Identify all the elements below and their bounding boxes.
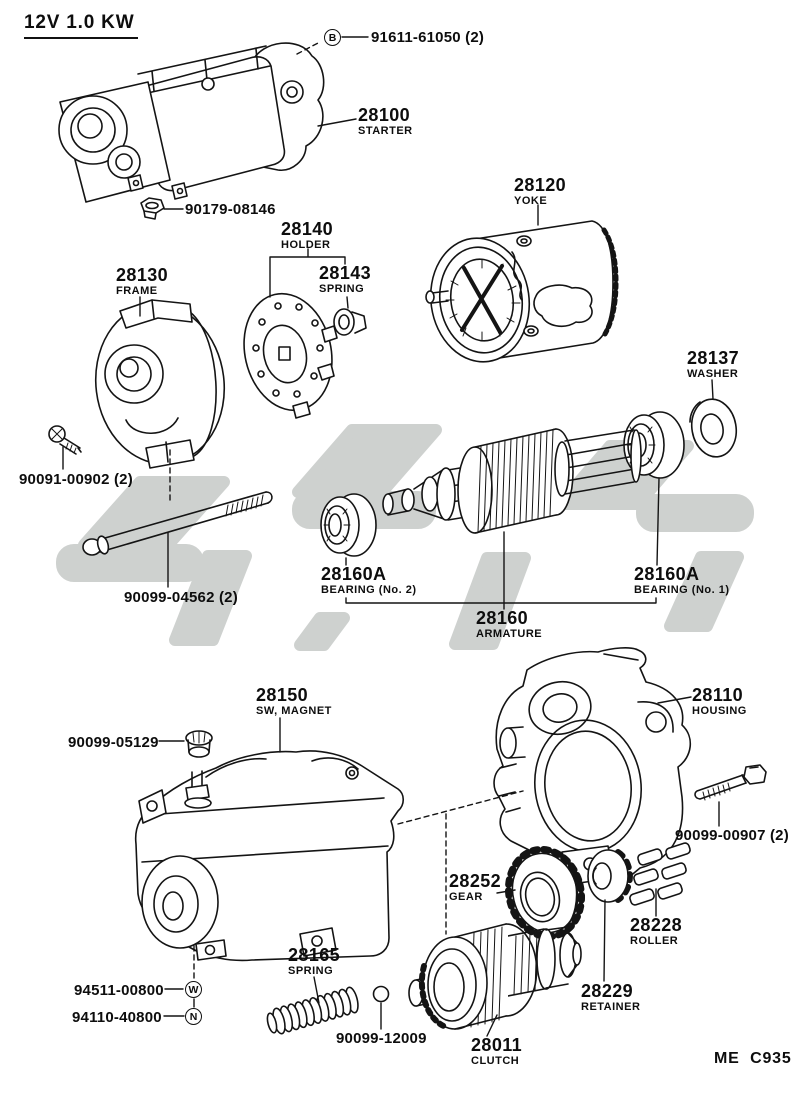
part-name-bearing-no1: BEARING (No. 1)	[634, 584, 730, 596]
part-name-yoke: YOKE	[514, 195, 548, 207]
frame-drawing	[94, 299, 226, 469]
part-name-sw-magnet: SW, MAGNET	[256, 705, 332, 717]
magnet-plug-drawing	[185, 730, 213, 758]
part-number-sw-magnet: 28150	[256, 685, 309, 705]
leader-lines	[62, 36, 720, 1037]
part-name-clutch: CLUTCH	[471, 1055, 520, 1067]
housing-drawing	[493, 647, 691, 885]
part-number-frame: 28130	[116, 265, 169, 285]
marker-b-icon: B	[324, 29, 341, 46]
part-number-brush-spring: 28143	[319, 263, 372, 283]
part-name-washer: WASHER	[687, 368, 739, 380]
callout-clutch: 28011 CLUTCH	[471, 1036, 522, 1067]
fastener-label-steel-ball: 90099-12009	[336, 1030, 427, 1047]
callout-armature: 28160 ARMATURE	[476, 609, 542, 640]
starter-nut-drawing	[140, 197, 165, 220]
housing-bolt-drawing	[694, 764, 767, 801]
part-name-brush-spring: SPRING	[319, 283, 365, 295]
fastener-label-housing-bolt: 90099-00907 (2)	[675, 827, 789, 844]
marker-n-icon: N	[185, 1008, 202, 1025]
callout-housing: 28110 HOUSING	[692, 686, 747, 717]
part-number-yoke: 28120	[514, 175, 567, 195]
fastener-label-wave-washer: 94511-00800	[74, 982, 164, 999]
part-number-idler-gear: 28252	[449, 871, 502, 891]
part-number-bearing-no1: 28160A	[634, 564, 700, 584]
part-number-washer: 28137	[687, 348, 740, 368]
yoke-drawing	[425, 220, 619, 363]
bearing-no2-drawing	[320, 493, 377, 557]
part-name-starter: STARTER	[358, 125, 413, 137]
callout-washer: 28137 WASHER	[687, 349, 739, 380]
callout-sw-magnet: 28150 SW, MAGNET	[256, 686, 332, 717]
marker-w-icon: W	[185, 981, 202, 998]
armature-drawing	[382, 428, 642, 534]
washer-drawing	[689, 398, 738, 458]
idler-gear-drawing	[504, 845, 586, 941]
part-name-retainer: RETAINER	[581, 1001, 641, 1013]
fastener-label-through-bolt: 90099-04562 (2)	[124, 589, 238, 606]
fastener-label-starter-nut: 90179-08146	[185, 201, 276, 218]
part-number-bearing-no2: 28160A	[321, 564, 387, 584]
fastener-label-bolt-b: 91611-61050 (2)	[371, 29, 485, 46]
through-bolt-drawing	[82, 491, 273, 556]
drive-spring-drawing	[266, 986, 359, 1035]
callout-holder: 28140 HOLDER	[281, 220, 333, 251]
part-number-holder: 28140	[281, 219, 334, 239]
starter-assembly-drawing	[58, 42, 325, 203]
part-number-drive-spring: 28165	[288, 945, 341, 965]
callout-drive-spring: 28165 SPRING	[288, 946, 340, 977]
fastener-label-magnet-plug: 90099-05129	[68, 734, 159, 751]
callout-yoke: 28120 YOKE	[514, 176, 566, 207]
part-number-clutch: 28011	[471, 1035, 523, 1055]
steel-ball-drawing	[372, 985, 390, 1003]
part-name-roller: ROLLER	[630, 935, 679, 947]
part-name-armature: ARMATURE	[476, 628, 543, 640]
fastener-label-frame-screw: 90091-00902 (2)	[19, 471, 133, 488]
part-name-holder: HOLDER	[281, 239, 331, 251]
part-name-bearing-no2: BEARING (No. 2)	[321, 584, 417, 596]
callout-bearing-no1: 28160A BEARING (No. 1)	[634, 565, 730, 596]
frame-screw-drawing	[48, 425, 82, 455]
part-number-retainer: 28229	[581, 981, 634, 1001]
callout-starter: 28100 STARTER	[358, 106, 413, 137]
callout-retainer: 28229 RETAINER	[581, 982, 640, 1013]
callout-idler-gear: 28252 GEAR	[449, 872, 501, 903]
clutch-drawing	[408, 923, 582, 1030]
callout-frame: 28130 FRAME	[116, 266, 168, 297]
callout-brush-spring: 28143 SPRING	[319, 264, 371, 295]
sw-magnet-drawing	[134, 750, 405, 962]
part-name-idler-gear: GEAR	[449, 891, 483, 903]
part-number-roller: 28228	[630, 915, 683, 935]
part-number-armature: 28160	[476, 608, 529, 628]
callout-roller: 28228 ROLLER	[630, 916, 682, 947]
spec-title: 12V 1.0 KW	[24, 12, 139, 39]
fastener-label-terminal-nut: 94110-40800	[72, 1009, 162, 1026]
callout-bearing-no2: 28160A BEARING (No. 2)	[321, 565, 417, 596]
part-number-starter: 28100	[358, 105, 411, 125]
part-name-housing: HOUSING	[692, 705, 747, 717]
brush-spring-drawing	[333, 308, 367, 336]
holder-drawing	[243, 292, 338, 419]
part-name-drive-spring: SPRING	[288, 965, 334, 977]
doc-code: ME C935	[714, 1050, 792, 1067]
part-number-housing: 28110	[692, 685, 744, 705]
retainer-drawing	[587, 849, 633, 903]
rollers-drawing	[629, 842, 691, 906]
part-name-frame: FRAME	[116, 285, 158, 297]
